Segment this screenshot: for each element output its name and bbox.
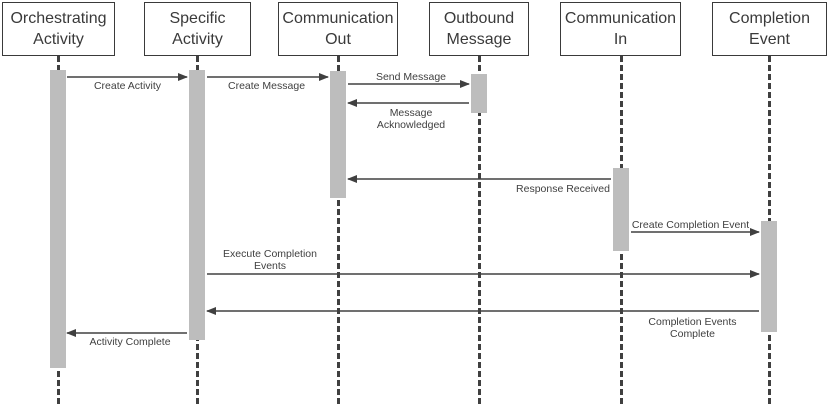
activation-communication-in <box>613 168 629 251</box>
message-label-response-received: Response Received <box>516 183 610 195</box>
participant-completion-event: Completion Event <box>712 2 827 56</box>
activation-specific-activity <box>189 70 205 340</box>
message-label-create-completion-event: Create Completion Event <box>631 219 750 231</box>
activation-outbound-message <box>471 74 487 113</box>
participant-label: Specific Activity <box>169 10 226 48</box>
lifeline-communication-out <box>337 56 340 404</box>
message-label-message-acknowledged: Message Acknowledged <box>376 107 446 131</box>
activation-orchestrating-activity <box>50 70 66 368</box>
participant-communication-out: Communication Out <box>278 2 398 56</box>
message-label-create-message: Create Message <box>228 80 306 92</box>
message-label-execute-completion-events: Execute Completion Events <box>223 248 317 272</box>
lifeline-outbound-message <box>478 56 481 404</box>
message-label-completion-events-complete: Completion Events Complete <box>648 316 737 340</box>
participant-label: Orchestrating Activity <box>10 10 107 48</box>
participant-orchestrating-activity: Orchestrating Activity <box>2 2 115 56</box>
message-label-create-activity: Create Activity <box>93 80 162 92</box>
message-label-activity-complete: Activity Complete <box>89 336 171 348</box>
participant-specific-activity: Specific Activity <box>144 2 251 56</box>
participant-outbound-message: Outbound Message <box>429 2 529 56</box>
participant-label: Outbound Message <box>443 10 515 48</box>
participant-label: Communication In <box>564 10 677 48</box>
message-label-send-message: Send Message <box>375 71 447 83</box>
participant-communication-in: Communication In <box>560 2 681 56</box>
activation-communication-out <box>330 71 346 198</box>
activation-completion-event <box>761 221 777 332</box>
participant-label: Communication Out <box>282 10 394 48</box>
participant-label: Completion Event <box>729 10 810 48</box>
